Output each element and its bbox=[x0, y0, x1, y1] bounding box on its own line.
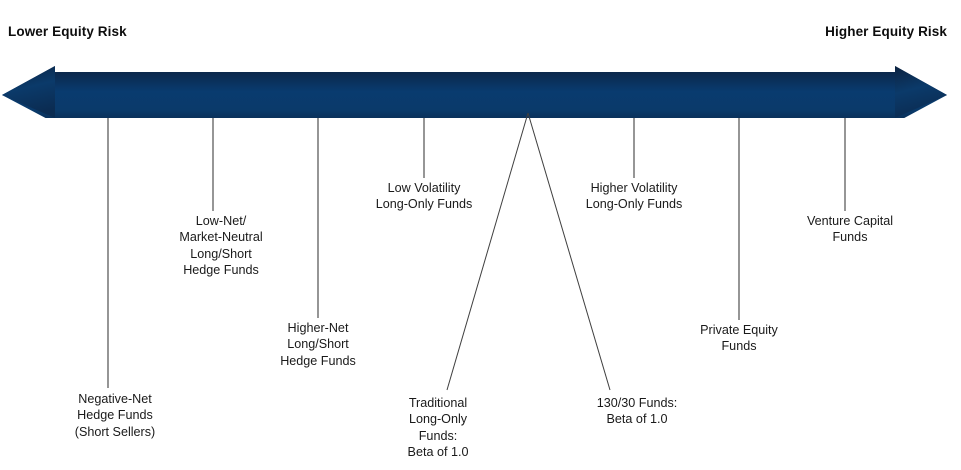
leader-line-traditional-long-only-funds bbox=[446, 112, 529, 391]
lower-equity-risk-label: Lower Equity Risk bbox=[8, 24, 127, 39]
node-label-low-volatility-long-only-funds: Low Volatility Long-Only Funds bbox=[375, 181, 473, 212]
node-label-low-net-market-neutral-long-short-hedge-funds: Low-Net/ Market-Neutral Long/Short Hedge… bbox=[179, 214, 263, 278]
node-label-higher-volatility-long-only-funds: Higher Volatility Long-Only Funds bbox=[585, 181, 683, 212]
node-label-130-30-funds: 130/30 Funds: Beta of 1.0 bbox=[596, 396, 678, 427]
node-label-negative-net-hedge-funds: Negative-Net Hedge Funds (Short Sellers) bbox=[74, 392, 156, 439]
double-headed-arrow-icon bbox=[2, 66, 947, 118]
node-label-traditional-long-only-funds: Traditional Long-Only Funds: Beta of 1.0 bbox=[407, 396, 469, 460]
node-label-venture-capital-funds: Venture Capital Funds bbox=[806, 214, 894, 245]
higher-equity-risk-label: Higher Equity Risk bbox=[825, 24, 947, 39]
node-label-private-equity-funds: Private Equity Funds bbox=[700, 323, 778, 354]
leader-line-130-30-funds bbox=[527, 112, 611, 391]
node-label-higher-net-long-short-hedge-funds: Higher-Net Long/Short Hedge Funds bbox=[280, 321, 356, 368]
